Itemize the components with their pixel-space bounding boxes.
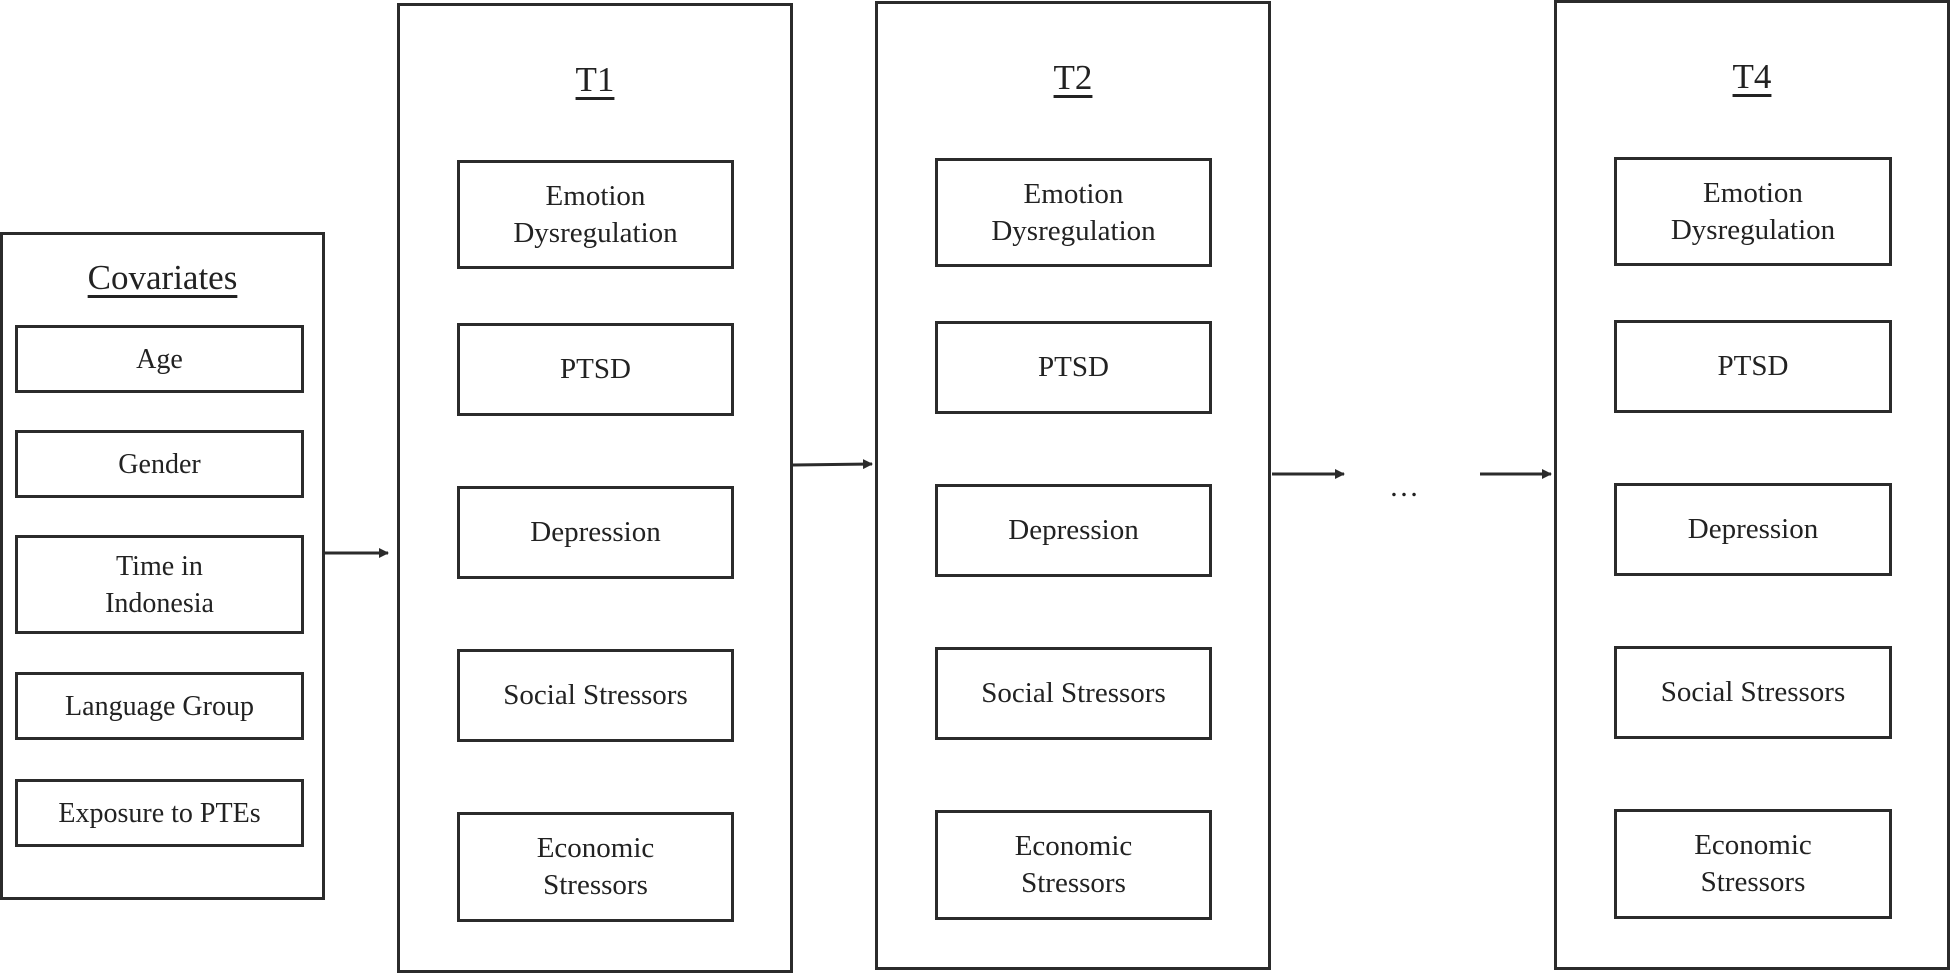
t2-title: T2 — [1053, 58, 1093, 97]
t2-emotion-dysregulation-box: Emotion Dysregulation — [935, 158, 1212, 267]
t1-depression-box: Depression — [457, 486, 734, 579]
t2-depression-box: Depression — [935, 484, 1212, 577]
ellipsis-text: … — [1389, 470, 1421, 503]
t4-depression-box: Depression — [1614, 483, 1892, 576]
t4-title: T4 — [1732, 57, 1772, 96]
t4-economic-stressors-box: Economic Stressors — [1614, 809, 1892, 919]
covariate-time-in-indonesia-box: Time in Indonesia — [15, 535, 304, 634]
t2-economic-stressors-box: Economic Stressors — [935, 810, 1212, 920]
covariate-language-group-box: Language Group — [15, 672, 304, 740]
t1-ptsd-box: PTSD — [457, 323, 734, 416]
t4-ptsd-box: PTSD — [1614, 320, 1892, 413]
covariate-age-box: Age — [15, 325, 304, 393]
t1-economic-stressors-box: Economic Stressors — [457, 812, 734, 922]
t1-emotion-dysregulation-box: Emotion Dysregulation — [457, 160, 734, 269]
t1-social-stressors-box: Social Stressors — [457, 649, 734, 742]
t2-social-stressors-box: Social Stressors — [935, 647, 1212, 740]
covariate-exposure-to-ptes-box: Exposure to PTEs — [15, 779, 304, 847]
t4-emotion-dysregulation-box: Emotion Dysregulation — [1614, 157, 1892, 266]
covariate-gender-box: Gender — [15, 430, 304, 498]
t2-ptsd-box: PTSD — [935, 321, 1212, 414]
t4-social-stressors-box: Social Stressors — [1614, 646, 1892, 739]
covariates-title: Covariates — [87, 258, 238, 297]
arrow-t1-to-t2 — [792, 459, 873, 470]
t1-title: T1 — [575, 60, 615, 99]
